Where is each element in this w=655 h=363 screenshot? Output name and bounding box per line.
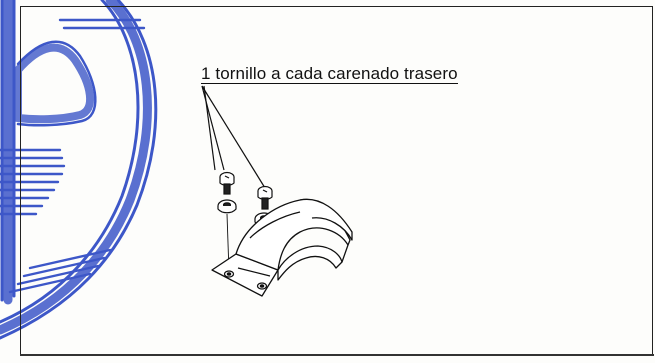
callout-label: 1 tornillo a cada carenado trasero	[201, 64, 458, 84]
rear-fairing-bracket	[211, 198, 353, 297]
panel-frame	[20, 6, 653, 355]
screw-left	[219, 171, 235, 195]
screw-right	[257, 185, 273, 210]
washer-left	[217, 199, 237, 214]
leader-lines	[201, 85, 266, 189]
panel-bottom-rule	[20, 354, 654, 356]
blue-pen-scribble	[0, 0, 158, 340]
